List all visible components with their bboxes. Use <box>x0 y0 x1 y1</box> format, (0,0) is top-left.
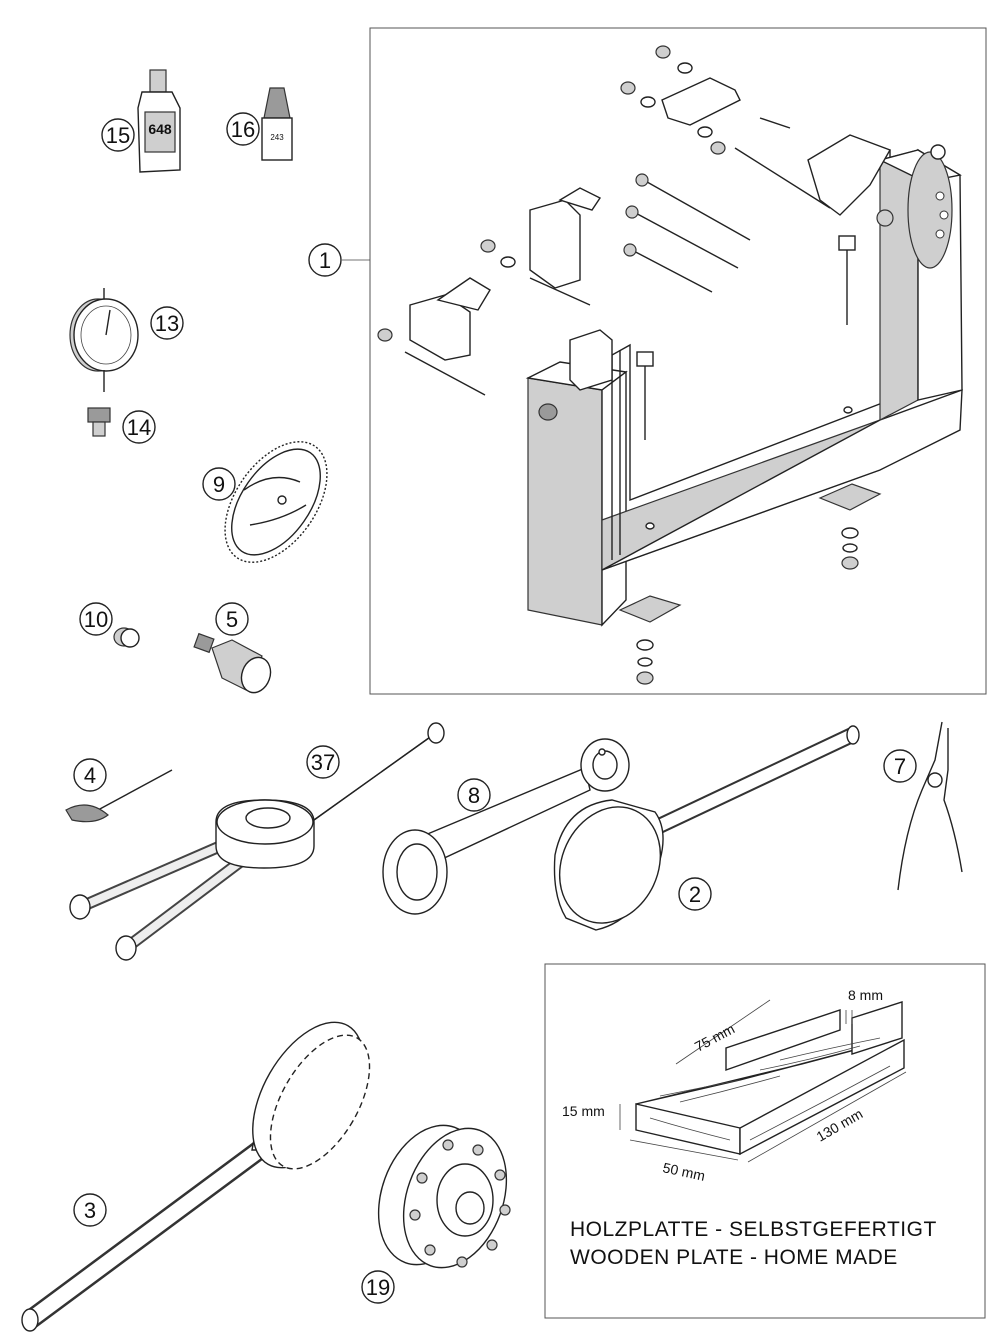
svg-text:5: 5 <box>226 607 238 632</box>
svg-text:15: 15 <box>106 123 130 148</box>
svg-text:13: 13 <box>155 311 179 336</box>
dial-gauge <box>69 288 139 392</box>
engine-stand-frame <box>369 27 987 695</box>
callout-14: 14 <box>122 410 156 444</box>
dim-50mm: 50 mm <box>661 1159 706 1184</box>
callout-10: 10 <box>79 602 113 636</box>
puller-5 <box>193 632 272 694</box>
wooden-plate-caption-de: HOLZPLATTE - SELBSTGEFERTIGT <box>570 1218 937 1241</box>
loctite-243-bottle: 243 <box>261 87 293 161</box>
engine-stand <box>377 45 963 685</box>
tool-4-feeler <box>65 769 173 823</box>
callout-9: 9 <box>202 467 236 501</box>
tool-3-clutch-holder <box>21 1021 371 1332</box>
svg-text:3: 3 <box>84 1198 96 1223</box>
callout-37: 37 <box>306 745 340 779</box>
svg-text:4: 4 <box>84 763 96 788</box>
callout-7: 7 <box>883 749 917 783</box>
callout-13: 13 <box>150 306 184 340</box>
callout-16: 16 <box>226 112 260 146</box>
svg-text:9: 9 <box>213 472 225 497</box>
svg-text:7: 7 <box>894 754 906 779</box>
tool-2-ring-holder <box>553 725 860 931</box>
bottle-243-label: 243 <box>270 133 284 142</box>
callout-4: 4 <box>73 758 107 792</box>
tool-19-flywheel-puller <box>377 1124 511 1269</box>
svg-text:16: 16 <box>231 117 255 142</box>
callout-5: 5 <box>215 602 249 636</box>
tool-37-puller <box>69 722 445 961</box>
svg-text:14: 14 <box>127 415 151 440</box>
wooden-plate-frame <box>544 963 986 1319</box>
dial-gauge-adapter <box>87 407 111 437</box>
degree-disc <box>224 441 328 563</box>
threaded-rods <box>623 147 831 293</box>
part-10-sleeve <box>113 627 140 648</box>
svg-text:2: 2 <box>689 882 701 907</box>
tool-8-wrench <box>382 738 630 915</box>
svg-text:10: 10 <box>84 607 108 632</box>
dim-15mm: 15 mm <box>562 1103 605 1119</box>
svg-text:8: 8 <box>468 783 480 808</box>
wooden-plate <box>635 1001 905 1156</box>
callout-2: 2 <box>678 877 712 911</box>
bottle-648-label: 648 <box>148 121 172 137</box>
dim-8mm: 8 mm <box>848 987 883 1003</box>
callout-3: 3 <box>73 1193 107 1227</box>
callout-15: 15 <box>101 118 135 152</box>
callout-8: 8 <box>457 778 491 812</box>
circlip-pliers <box>897 721 963 891</box>
svg-text:19: 19 <box>366 1275 390 1300</box>
svg-text:1: 1 <box>319 248 331 273</box>
loctite-648-bottle: 648 <box>137 69 181 173</box>
callout-1: 1 <box>308 243 342 277</box>
dimension-lines <box>619 999 907 1163</box>
callout-19: 19 <box>361 1270 395 1304</box>
wooden-plate-caption-en: WOODEN PLATE - HOME MADE <box>570 1246 898 1269</box>
svg-text:37: 37 <box>311 750 335 775</box>
